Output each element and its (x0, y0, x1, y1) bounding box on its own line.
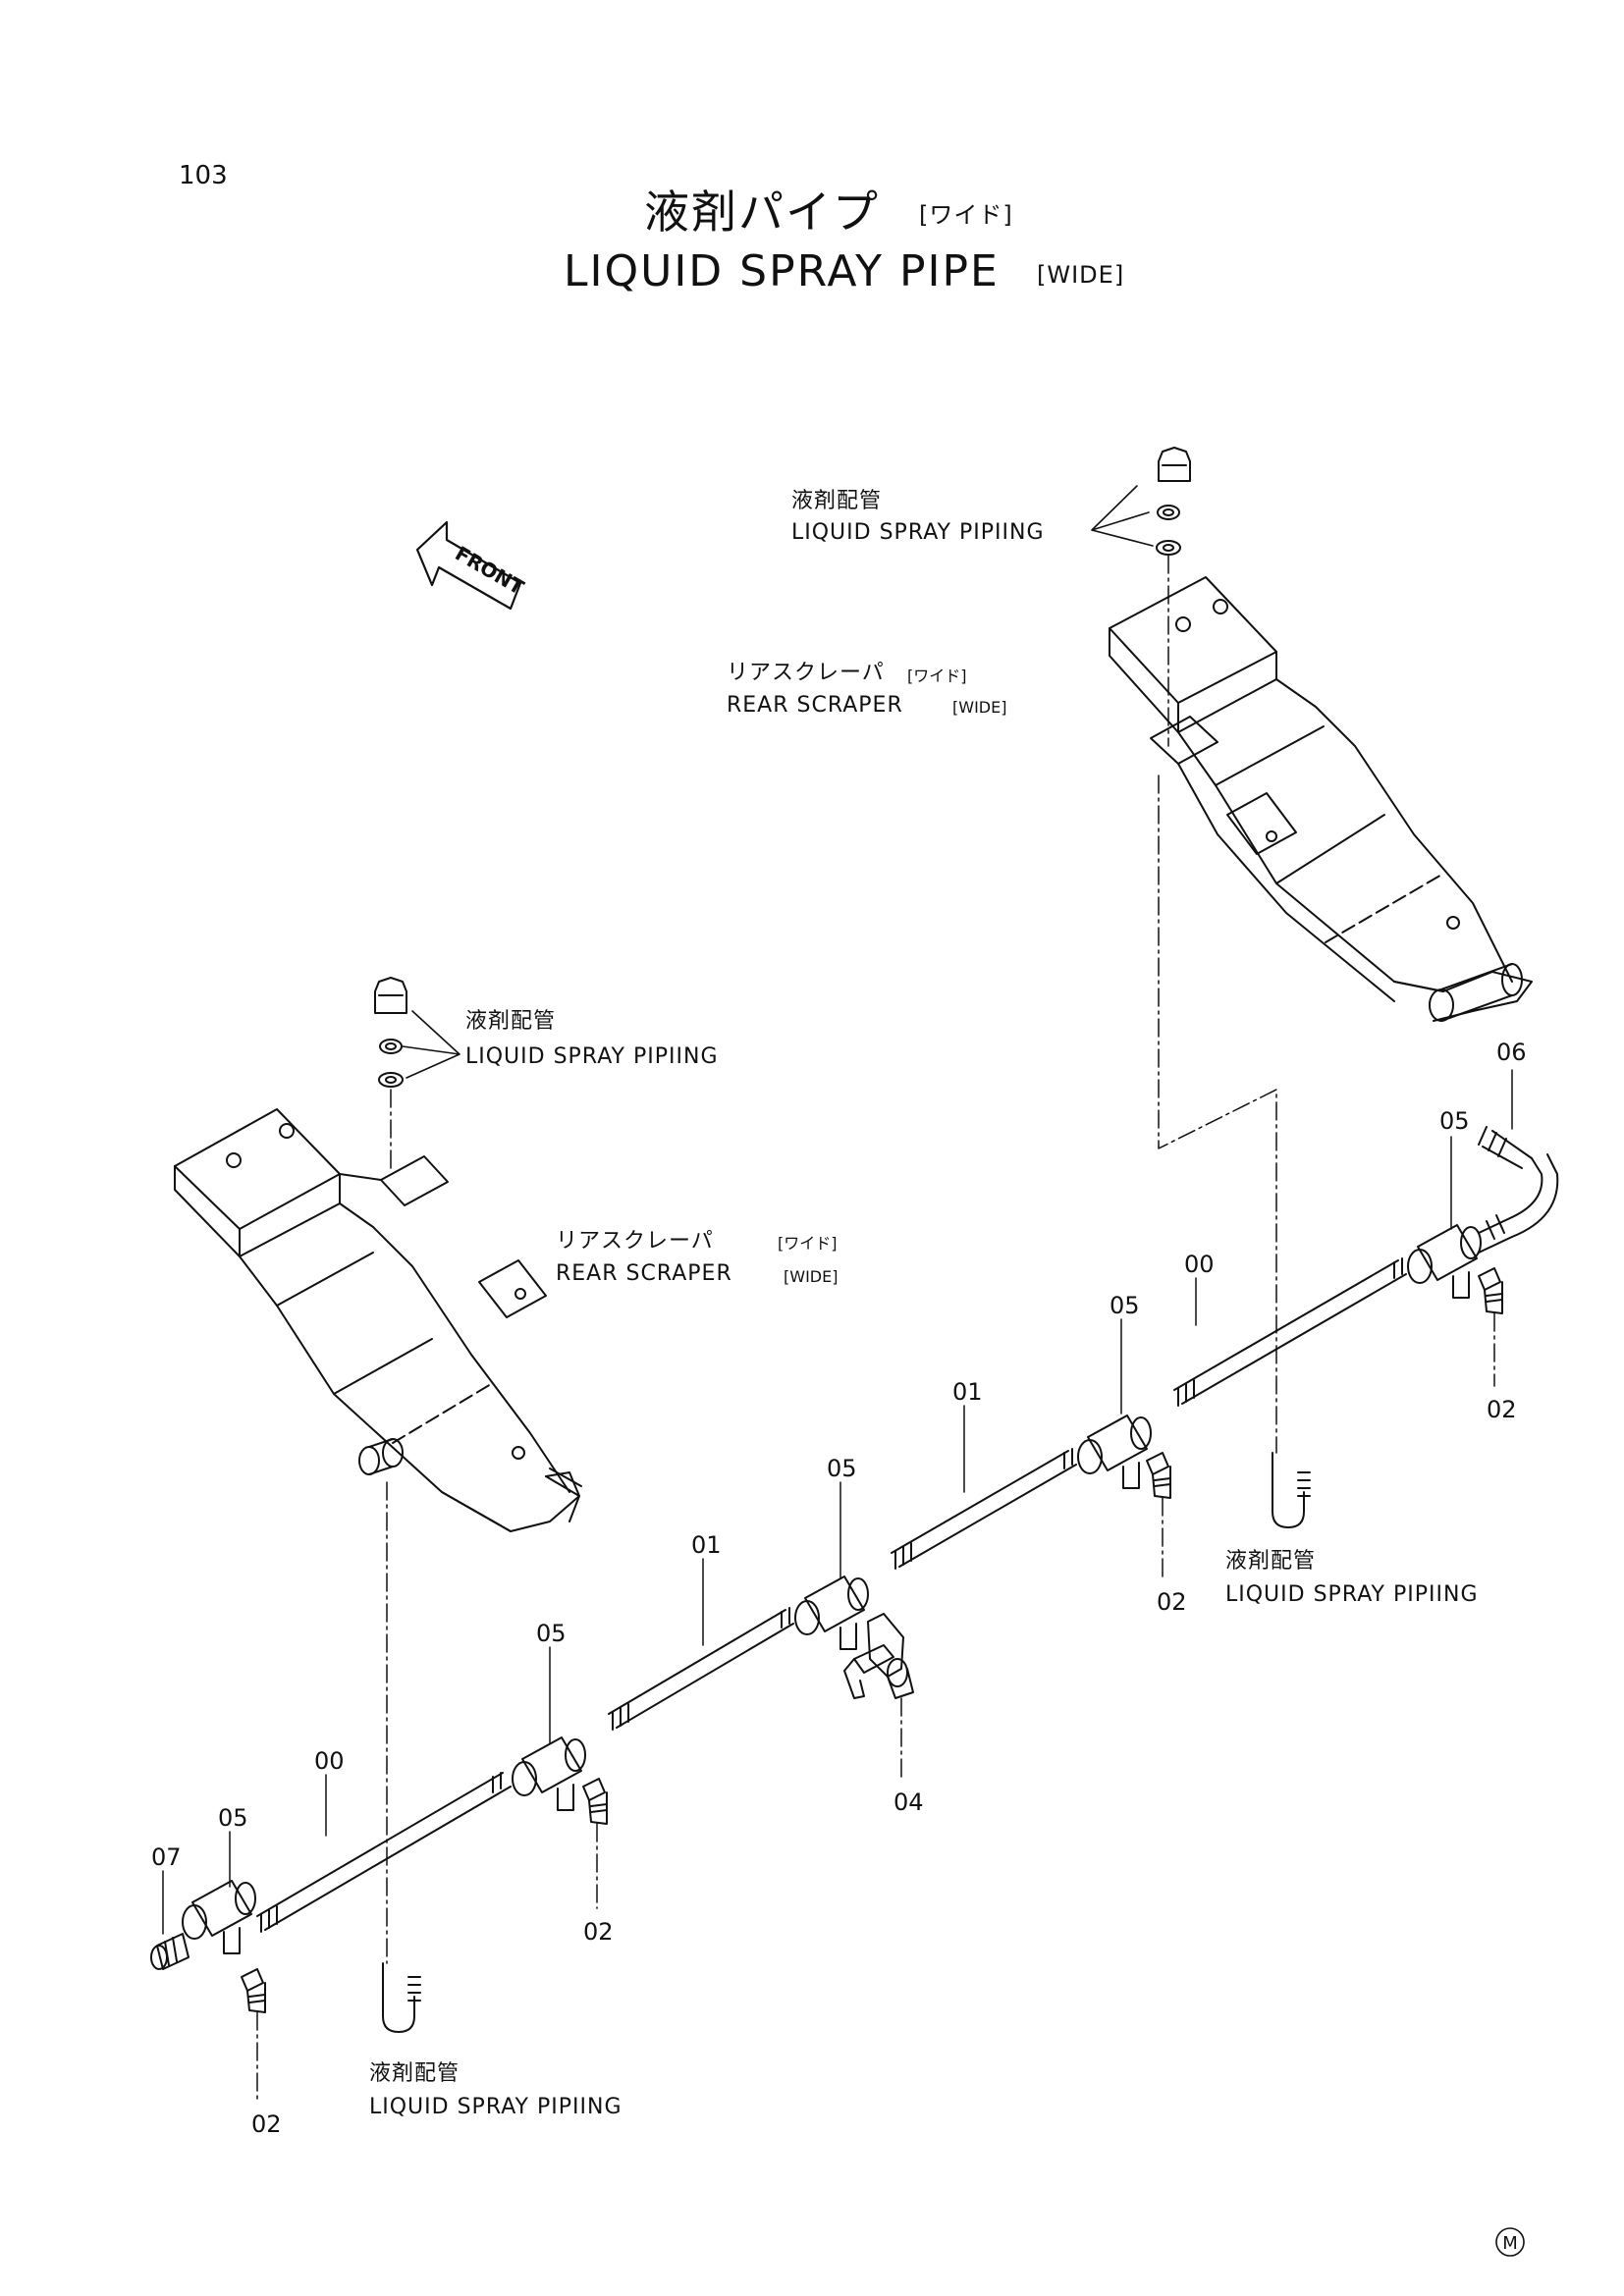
end-plug-07 (150, 1933, 189, 1970)
scraper-label-en-top: REAR SCRAPER (727, 693, 903, 718)
part-number-07: 07 (151, 1843, 182, 1871)
part-number-02-far-left: 02 (251, 2110, 282, 2138)
part-number-05-far-left: 05 (218, 1804, 248, 1832)
manufacturer-mark-label: M (1502, 2233, 1518, 2254)
part-number-04: 04 (893, 1789, 924, 1816)
hose-hook-left (382, 1962, 421, 2033)
tee-fitting-right (1077, 1415, 1152, 1489)
front-arrow-icon: FRONT (415, 520, 529, 611)
piping-label-en-right: LIQUID SPRAY PIPIING (1225, 1582, 1479, 1607)
hose-hook-right (1272, 1452, 1311, 1528)
tee-fitting-far-right (1407, 1224, 1482, 1299)
title-en-bracket: [WIDE] (1037, 261, 1125, 289)
title-en: LIQUID SPRAY PIPE (564, 246, 1000, 296)
scraper-label-jp-top: リアスクレーパ (727, 661, 885, 685)
scraper-label-jp-left: リアスクレーパ (556, 1229, 714, 1254)
nozzle-02-far-left (241, 1968, 266, 2102)
scraper-label-jp-bracket-left: [ワイド] (778, 1234, 838, 1253)
piping-label-en-bottom: LIQUID SPRAY PIPIING (369, 2095, 623, 2119)
part-number-00-left: 00 (314, 1747, 345, 1775)
tee-fitting-left (512, 1736, 586, 1811)
piping-label-jp-top: 液剤配管 (791, 489, 883, 513)
valve-04 (843, 1613, 914, 1780)
part-number-02-right: 02 (1157, 1588, 1187, 1616)
part-number-05-left: 05 (536, 1620, 567, 1647)
front-arrow-label: FRONT (452, 542, 529, 600)
title-jp-bracket: [ワイド] (919, 201, 1013, 229)
part-number-05-right: 05 (1110, 1292, 1140, 1319)
tee-fitting-far-left (182, 1880, 256, 1954)
piping-label-jp-right: 液剤配管 (1225, 1549, 1317, 1574)
piping-label-jp-bottom: 液剤配管 (369, 2061, 460, 2086)
part-number-05-far-right: 05 (1439, 1107, 1470, 1135)
part-number-01-left: 01 (691, 1531, 722, 1559)
spray-pipe-run (256, 1257, 1407, 1933)
leader-line-top (1158, 774, 1277, 1454)
part-number-leaders (162, 1069, 1513, 1935)
part-number-02-left: 02 (583, 1918, 614, 1946)
rear-scraper-top (1091, 447, 1533, 1022)
part-number-05-center: 05 (827, 1455, 857, 1482)
scraper-label-jp-bracket-top: [ワイド] (907, 667, 967, 685)
scraper-label-en-bracket-top: [WIDE] (952, 698, 1007, 717)
part-number-00-right: 00 (1184, 1251, 1215, 1278)
nozzle-02-left (582, 1778, 608, 1909)
elbow-fitting-06 (1478, 1126, 1559, 1254)
scraper-label-en-bracket-left: [WIDE] (784, 1267, 839, 1286)
part-number-06: 06 (1496, 1039, 1527, 1066)
piping-label-en-top: LIQUID SPRAY PIPIING (791, 520, 1045, 545)
part-number-02-far-right: 02 (1487, 1396, 1517, 1423)
page-number: 103 (179, 161, 228, 190)
piping-label-en-left: LIQUID SPRAY PIPIING (465, 1044, 719, 1069)
part-number-01-right: 01 (952, 1378, 983, 1406)
nozzle-02-far-right (1478, 1267, 1503, 1387)
title-jp: 液剤パイプ (644, 186, 880, 239)
tee-fitting-center (794, 1575, 869, 1650)
nozzle-02-right (1146, 1452, 1171, 1579)
scraper-label-en-left: REAR SCRAPER (556, 1261, 732, 1286)
manufacturer-mark-icon: M (1495, 2227, 1525, 2257)
piping-label-jp-left: 液剤配管 (465, 1009, 557, 1034)
rear-scraper-left (174, 977, 582, 1532)
